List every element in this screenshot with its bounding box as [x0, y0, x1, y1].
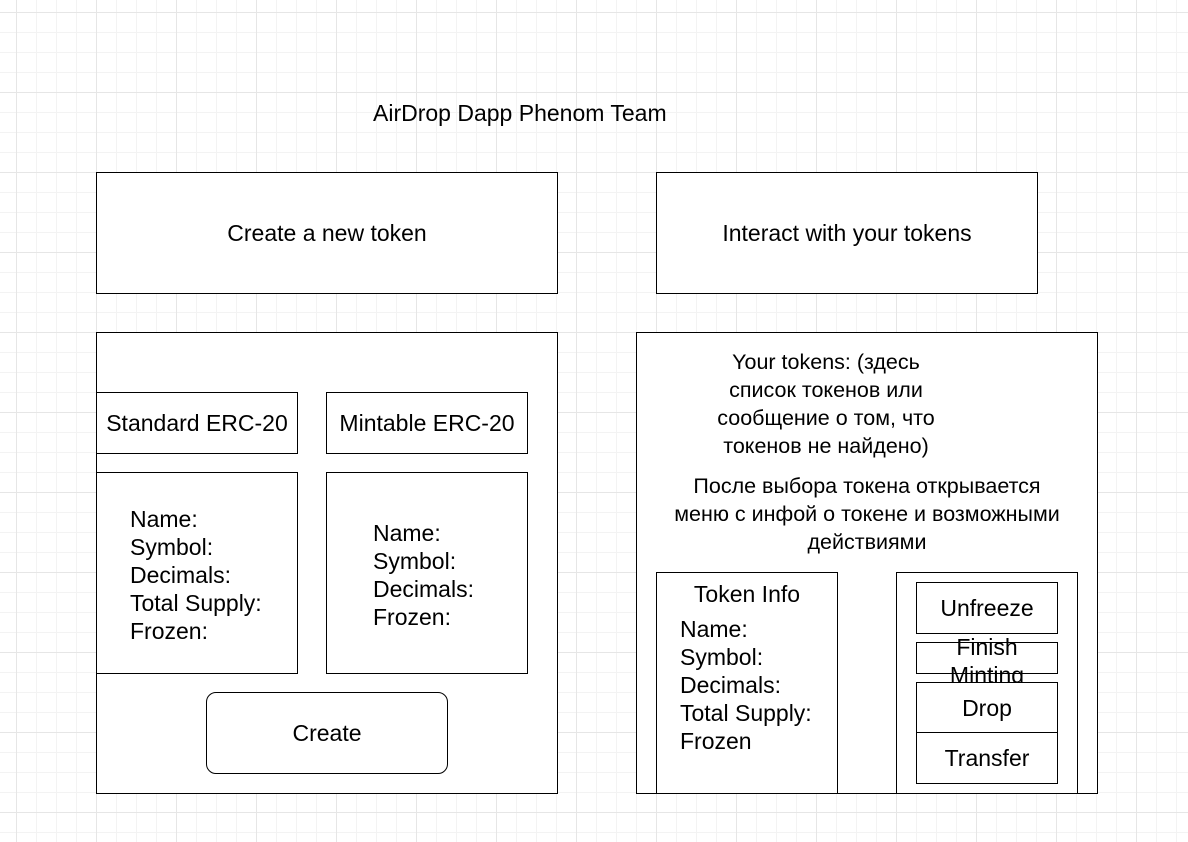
field-symbol-label: Symbol:: [130, 534, 214, 560]
mintable-fields-box: Name: Symbol: Decimals: Frozen:: [326, 472, 528, 674]
note-line: список токенов или: [729, 378, 923, 402]
field-decimals-label: Decimals:: [130, 562, 231, 588]
standard-erc20-option[interactable]: Standard ERC-20: [96, 392, 298, 454]
finish-minting-button[interactable]: Finish Minting: [916, 634, 1058, 688]
field-symbol-label: Symbol:: [373, 548, 457, 574]
field-frozen-label: Frozen: [680, 728, 752, 754]
note-line: токенов не найдено): [723, 434, 929, 458]
field-frozen-label: Frozen:: [373, 604, 451, 630]
selection-note: После выбора токена открывается меню с и…: [636, 472, 1098, 556]
create-button[interactable]: Create: [206, 692, 448, 774]
field-name-label: Name:: [130, 506, 198, 532]
field-name-label: Name:: [373, 520, 441, 546]
note-line: действиями: [807, 530, 927, 554]
field-total-supply-label: Total Supply:: [680, 700, 812, 726]
token-info-title: Token Info: [693, 581, 801, 607]
field-name-label: Name:: [680, 616, 748, 642]
field-decimals-label: Decimals:: [373, 576, 474, 602]
your-tokens-note: Your tokens: (здесь список токенов или с…: [686, 348, 966, 460]
mintable-fields-list: Name: Symbol: Decimals: Frozen:: [373, 519, 474, 631]
note-line: сообщение о том, что: [717, 406, 935, 430]
note-line: Your tokens: (здесь: [732, 350, 920, 374]
mintable-erc20-option[interactable]: Mintable ERC-20: [326, 392, 528, 454]
label-line: Finish: [956, 634, 1018, 660]
page-title: AirDrop Dapp Phenom Team: [373, 100, 667, 126]
field-symbol-label: Symbol:: [680, 644, 764, 670]
finish-minting-label: Finish Minting: [917, 633, 1057, 689]
note-line: После выбора токена открывается: [693, 474, 1041, 498]
tab-create-new-token[interactable]: Create a new token: [96, 172, 558, 294]
token-info-fields: Name: Symbol: Decimals: Total Supply: Fr…: [680, 615, 812, 755]
field-frozen-label: Frozen:: [130, 618, 208, 644]
standard-fields-list: Name: Symbol: Decimals: Total Supply: Fr…: [130, 505, 262, 645]
tab-interact-with-tokens[interactable]: Interact with your tokens: [656, 172, 1038, 294]
standard-fields-box: Name: Symbol: Decimals: Total Supply: Fr…: [96, 472, 298, 674]
drop-button[interactable]: Drop: [916, 682, 1058, 734]
transfer-button[interactable]: Transfer: [916, 732, 1058, 784]
token-info-box: Token Info Name: Symbol: Decimals: Total…: [656, 572, 838, 793]
field-decimals-label: Decimals:: [680, 672, 781, 698]
unfreeze-button[interactable]: Unfreeze: [916, 582, 1058, 634]
note-line: меню с инфой о токене и возможными: [674, 502, 1060, 526]
field-total-supply-label: Total Supply:: [130, 590, 262, 616]
